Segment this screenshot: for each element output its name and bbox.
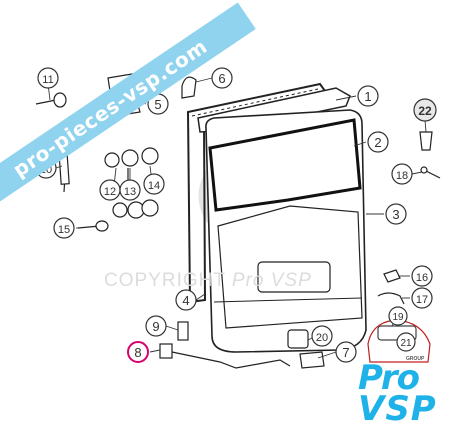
- callout-18: [391, 163, 413, 185]
- mount-parts: [104, 147, 159, 219]
- callout-19: [388, 306, 408, 326]
- callout-label-13: 13: [124, 186, 136, 198]
- logo-line2: VSP: [358, 389, 437, 429]
- part-22-bolt: [419, 131, 433, 151]
- callout-label-9: 9: [152, 319, 159, 334]
- callout-labels: 1 2 3 4 5 6 7 8 9 10 11 12 13 14 15 16 1…: [40, 71, 432, 360]
- callout-label-3: 3: [392, 207, 399, 222]
- part-18-pin: [420, 166, 441, 179]
- screw-part: [77, 220, 109, 232]
- door-crease: [213, 297, 363, 303]
- callout-22: [413, 98, 437, 122]
- clip-part: [181, 76, 197, 99]
- callout-7: [335, 341, 357, 363]
- callout-label-14: 14: [148, 180, 160, 192]
- callout-11: [37, 67, 59, 89]
- callout-label-5: 5: [154, 97, 161, 112]
- license-plate-recess: [257, 261, 331, 293]
- lock-rod-part: [159, 343, 291, 369]
- callout-14: [143, 173, 165, 195]
- callout-label-19: 19: [392, 312, 404, 323]
- callout-label-22: 22: [418, 104, 432, 118]
- callout-4: [175, 289, 197, 311]
- callout-9: [145, 315, 167, 337]
- callout-1: [357, 85, 379, 107]
- callout-label-1: 1: [364, 89, 371, 104]
- callout-label-4: 4: [182, 293, 189, 308]
- callout-8: [127, 341, 149, 363]
- logo-group-text: GROUP: [406, 356, 425, 362]
- callout-21: [396, 332, 416, 352]
- callout-label-17: 17: [416, 294, 428, 306]
- callout-label-7: 7: [342, 345, 349, 360]
- copyright-script: Pro VSP: [231, 270, 312, 291]
- callout-13: [119, 179, 141, 201]
- callout-label-6: 6: [218, 71, 225, 86]
- brand-logo: GROUP Pro VSP: [352, 356, 462, 434]
- callout-label-8: 8: [134, 345, 141, 360]
- copyright-watermark: COPYRIGHT Pro VSP: [104, 270, 312, 292]
- copyright-text: COPYRIGHT: [104, 270, 226, 291]
- callout-label-18: 18: [396, 170, 408, 182]
- latch-parts: [287, 329, 325, 369]
- callout-17: [411, 287, 433, 309]
- callout-16: [411, 265, 433, 287]
- tailgate-inner: [217, 205, 363, 329]
- callout-15: [53, 217, 75, 239]
- callout-label-21: 21: [400, 338, 412, 349]
- callout-label-16: 16: [416, 272, 428, 284]
- callout-20: [311, 325, 333, 347]
- callout-label-12: 12: [104, 186, 116, 198]
- callout-label-15: 15: [58, 224, 70, 236]
- bracket-part: [177, 321, 189, 341]
- callout-label-20: 20: [316, 332, 328, 344]
- callout-label-11: 11: [42, 74, 53, 86]
- rear-window-glass: [208, 118, 362, 212]
- callout-6: [211, 67, 233, 89]
- logo-line1: Pro: [358, 358, 420, 398]
- callout-2: [367, 131, 389, 153]
- callout-3: [385, 203, 407, 225]
- callout-group: [35, 67, 437, 363]
- bolt-part: [35, 92, 67, 108]
- callout-label-2: 2: [374, 135, 381, 150]
- switch-parts: [377, 269, 405, 305]
